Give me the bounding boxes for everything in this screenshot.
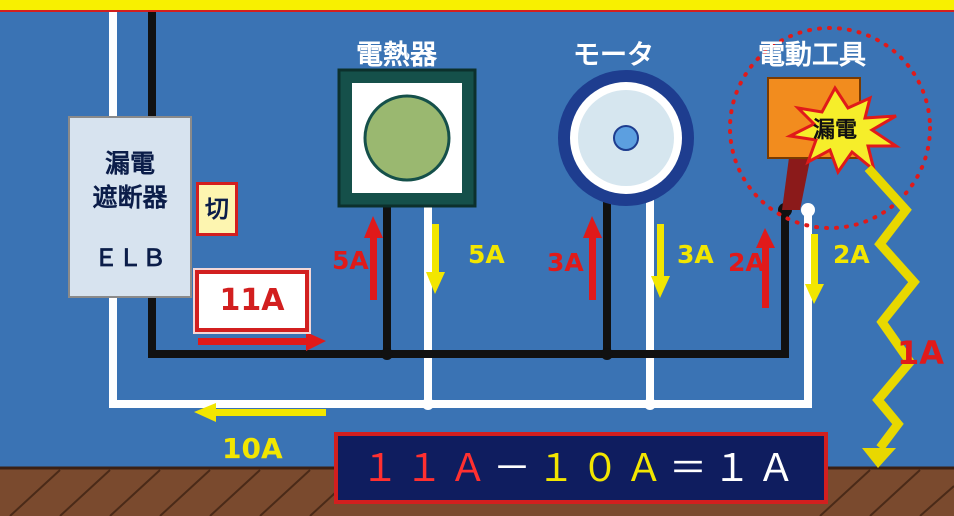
formula-equals: ＝ <box>669 446 714 490</box>
breaker-state-badge: 切 <box>196 182 238 236</box>
title-strip <box>0 0 954 12</box>
breaker-line2: 遮断器 <box>92 183 168 212</box>
current-arrows <box>194 216 824 422</box>
leak-path-icon <box>864 164 920 451</box>
breaker-line3: ＥＬＢ <box>94 244 166 272</box>
power-tool-device <box>728 26 932 230</box>
motor-out-current: 3A <box>677 240 714 269</box>
total-out-current: 10A <box>222 432 283 465</box>
earth-leakage-breaker: 漏電 遮断器 ＥＬＢ <box>68 116 192 298</box>
leak-burst <box>785 85 901 176</box>
tool-in-current: 2A <box>728 248 765 277</box>
formula-result: １Ａ <box>713 446 802 490</box>
heater-out-current: 5A <box>468 240 505 269</box>
formula-minus: － <box>492 446 537 490</box>
live-wires <box>148 10 789 358</box>
junction-dots <box>380 181 815 410</box>
neutral-wires <box>109 10 812 408</box>
breaker-line1: 漏電 <box>104 149 155 178</box>
heater-device <box>337 68 477 208</box>
leak-current: 1A <box>897 334 945 372</box>
total-in-current-box: 11A <box>193 268 311 334</box>
heater-in-current: 5A <box>332 246 369 275</box>
formula-in: １１Ａ <box>360 446 493 490</box>
leak-formula: １１Ａ－１０Ａ＝１Ａ <box>334 432 828 504</box>
tool-label: 電動工具 <box>758 40 866 71</box>
motor-in-current: 3A <box>547 248 584 277</box>
leak-label: 漏電 <box>813 118 858 143</box>
formula-out: １０Ａ <box>536 446 669 490</box>
tool-out-current: 2A <box>833 240 870 269</box>
leak-arrowhead <box>862 448 896 468</box>
heater-label: 電熱器 <box>356 40 437 71</box>
motor-label: モータ <box>573 40 654 71</box>
motor-device <box>558 70 694 206</box>
